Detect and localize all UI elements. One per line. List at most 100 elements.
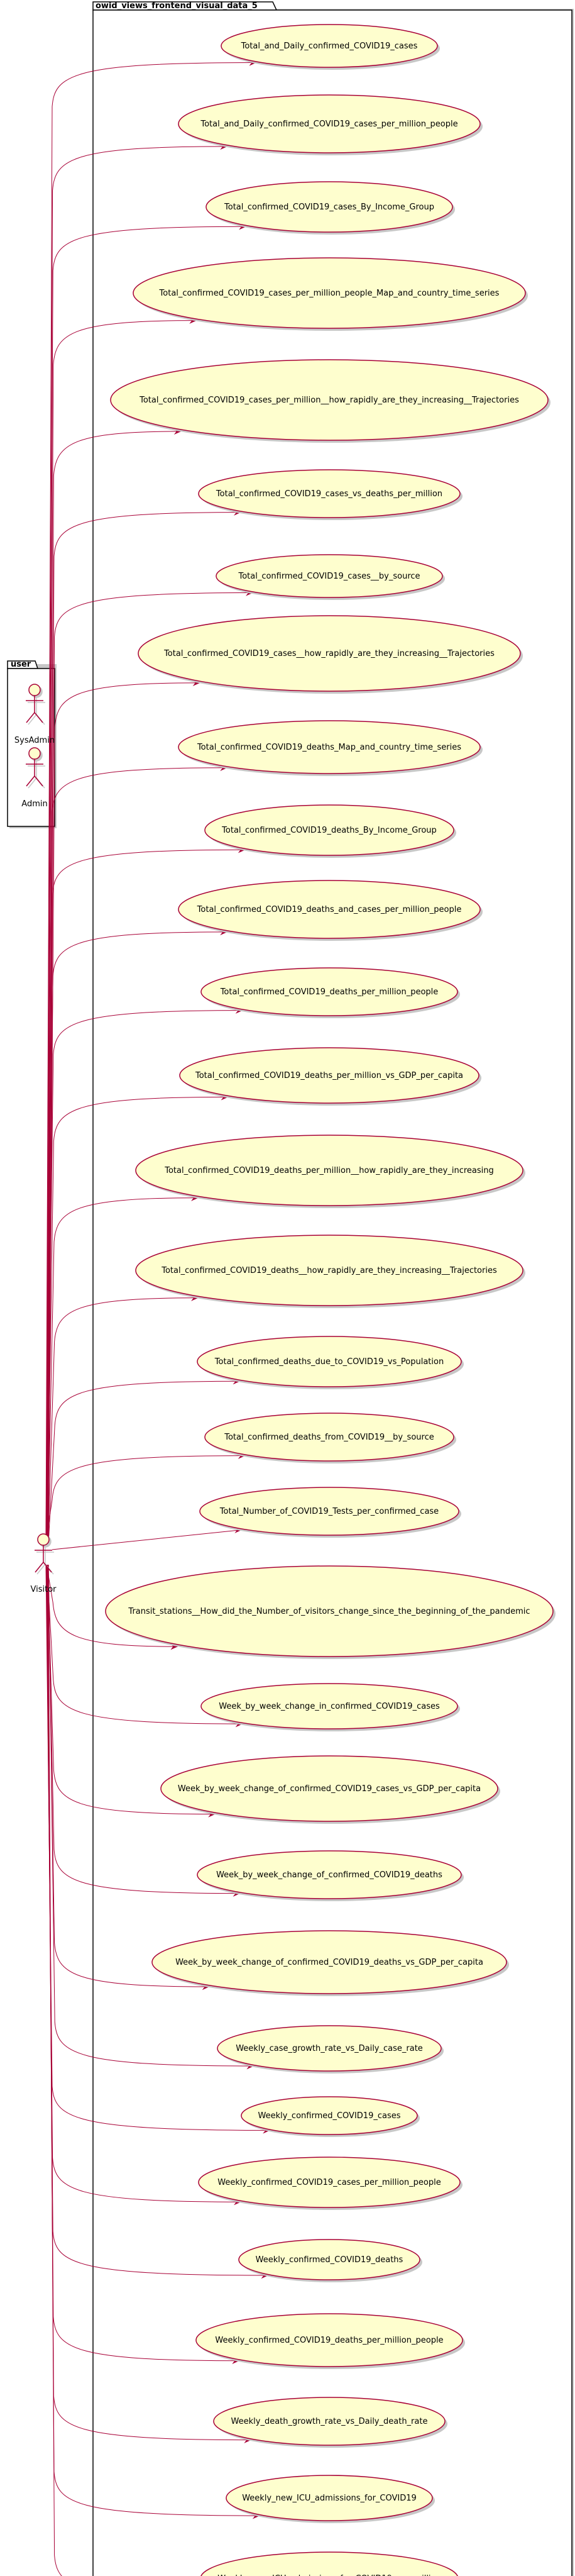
use-case[interactable]: Total_confirmed_COVID19_cases_per_millio… — [110, 359, 550, 443]
use-case[interactable]: Total_confirmed_COVID19_cases_per_millio… — [133, 257, 528, 331]
use-case-label: Total_Number_of_COVID19_Tests_per_confir… — [219, 1507, 439, 1516]
use-case-ellipse[interactable] — [241, 2096, 418, 2135]
use-case-ellipse[interactable] — [178, 880, 481, 939]
use-case-ellipse[interactable] — [221, 24, 438, 68]
use-case[interactable]: Week_by_week_change_in_confirmed_COVID19… — [200, 1683, 460, 1731]
use-case[interactable]: Total_confirmed_deaths_due_to_COVID19_vs… — [197, 1336, 464, 1389]
use-case-ellipse[interactable] — [204, 804, 454, 856]
use-case-ellipse[interactable] — [197, 1336, 462, 1387]
use-case-ellipse[interactable] — [205, 181, 453, 233]
use-case-ellipse[interactable] — [178, 720, 481, 774]
use-case[interactable]: Week_by_week_change_of_confirmed_COVID19… — [151, 1930, 509, 1996]
use-case-ellipse[interactable] — [135, 1135, 523, 1206]
use-case-label: Total_confirmed_COVID19_deaths_per_milli… — [220, 987, 439, 997]
use-case[interactable]: Total_confirmed_deaths_from_COVID19__by_… — [204, 1413, 456, 1463]
use-case-ellipse[interactable] — [151, 1930, 507, 1994]
use-case-label: Total_confirmed_deaths_due_to_COVID19_vs… — [214, 1357, 444, 1367]
use-case[interactable]: Week_by_week_change_of_confirmed_COVID19… — [160, 1755, 500, 1824]
use-case[interactable]: Total_confirmed_COVID19_cases_vs_deaths_… — [198, 469, 463, 520]
actor-admin-label: Admin — [21, 799, 47, 809]
use-case-ellipse[interactable] — [179, 1047, 479, 1104]
use-case[interactable]: Weekly_confirmed_COVID19_cases — [241, 2096, 420, 2137]
use-case[interactable]: Total_Number_of_COVID19_Tests_per_confir… — [199, 1487, 461, 1538]
use-case-ellipse[interactable] — [238, 2239, 420, 2280]
use-case-label: Total_confirmed_COVID19_cases_vs_deaths_… — [216, 489, 442, 499]
use-case[interactable]: Weekly_new_ICU_admissions_for_COVID19 — [226, 2475, 435, 2523]
association-edge — [47, 320, 196, 1543]
use-case-label: Total_confirmed_deaths_from_COVID19__by_… — [224, 1433, 434, 1442]
association-edge — [47, 1564, 251, 2441]
use-case[interactable]: Weekly_case_growth_rate_vs_Daily_case_ra… — [217, 2025, 444, 2074]
use-case[interactable]: Weekly_confirmed_COVID19_deaths — [238, 2239, 422, 2282]
actor-right-leg — [43, 1562, 52, 1573]
use-case[interactable]: Weekly_confirmed_COVID19_cases_per_milli… — [198, 2157, 463, 2210]
actor-shadow-part — [36, 1563, 46, 1575]
use-case-label: Total_and_Daily_confirmed_COVID19_cases — [241, 42, 418, 51]
use-case[interactable]: Total_confirmed_COVID19_cases_By_Income_… — [205, 181, 455, 235]
association-edge — [46, 931, 227, 1543]
use-case-ellipse[interactable] — [198, 2157, 461, 2208]
association-edge — [45, 62, 256, 1543]
actor-visitor[interactable] — [35, 1533, 54, 1575]
association-edge — [47, 1564, 260, 2516]
use-case-label: Week_by_week_change_of_confirmed_COVID19… — [175, 1958, 483, 1967]
use-case-label: Total_confirmed_COVID19_deaths_per_milli… — [195, 1071, 463, 1080]
use-case[interactable]: Total_confirmed_COVID19_deaths_Map_and_c… — [178, 720, 483, 776]
use-case-ellipse[interactable] — [200, 967, 458, 1016]
actor-head — [28, 684, 41, 696]
association-edge — [52, 1530, 241, 1550]
use-case-label: Weekly_death_growth_rate_vs_Daily_death_… — [231, 2417, 428, 2426]
use-case-ellipse[interactable] — [138, 615, 521, 692]
use-case-ellipse[interactable] — [200, 1683, 458, 1729]
use-case[interactable]: Total_confirmed_COVID19_deaths_and_cases… — [178, 880, 483, 941]
use-case-ellipse[interactable] — [213, 2397, 446, 2446]
use-case-ellipse[interactable] — [178, 94, 481, 153]
actor-visitor-label: Visitor — [31, 1585, 57, 1594]
use-case[interactable]: Total_confirmed_COVID19_deaths_per_milli… — [179, 1047, 481, 1106]
association-edge — [46, 226, 246, 1543]
main-package-label: owid_views_frontend_visual_data_5 — [96, 1, 258, 11]
association-edge — [47, 1197, 198, 1543]
use-case[interactable]: Weekly_death_growth_rate_vs_Daily_death_… — [213, 2397, 447, 2448]
use-case[interactable]: Total_and_Daily_confirmed_COVID19_cases_… — [178, 94, 483, 155]
use-case-label: Total_confirmed_COVID19_cases_By_Income_… — [224, 203, 434, 212]
use-case[interactable]: Total_confirmed_COVID19_deaths__how_rapi… — [135, 1235, 525, 1308]
use-case-label: Week_by_week_change_of_confirmed_COVID19… — [178, 1784, 481, 1794]
use-case[interactable]: Week_by_week_change_of_confirmed_COVID19… — [197, 1850, 464, 1901]
actor-head — [37, 1533, 50, 1546]
use-cases: Total_and_Daily_confirmed_COVID19_casesT… — [105, 24, 556, 2576]
use-case[interactable]: Total_confirmed_COVID19_deaths_per_milli… — [200, 967, 460, 1018]
use-case[interactable]: Transit_stations__How_did_the_Number_of_… — [105, 1565, 556, 1659]
use-case-ellipse[interactable] — [160, 1755, 498, 1822]
user-package-label: user — [11, 660, 31, 669]
actor-admin[interactable] — [26, 747, 45, 789]
use-case[interactable]: Total_confirmed_COVID19_cases__how_rapid… — [138, 615, 523, 694]
use-case-ellipse[interactable] — [133, 257, 526, 329]
use-case[interactable]: Weekly_confirmed_COVID19_deaths_per_mill… — [195, 2313, 465, 2369]
use-case-ellipse[interactable] — [217, 2025, 442, 2072]
actor-sysadmin[interactable] — [26, 684, 45, 725]
use-case[interactable]: Weekly_new_ICU_admissions_for_COVID19_pe… — [200, 2551, 461, 2576]
use-case[interactable]: Total_confirmed_COVID19_deaths_per_milli… — [135, 1135, 525, 1208]
use-case-ellipse[interactable] — [199, 1487, 459, 1536]
use-case-label: Total_confirmed_COVID19_deaths_By_Income… — [221, 826, 437, 835]
use-case-ellipse[interactable] — [195, 2313, 463, 2367]
use-case-ellipse[interactable] — [226, 2475, 433, 2521]
use-case-ellipse[interactable] — [135, 1235, 523, 1306]
use-case-ellipse[interactable] — [110, 359, 549, 441]
use-case-ellipse[interactable] — [197, 1850, 462, 1899]
use-case-label: Total_confirmed_COVID19_cases_per_millio… — [159, 289, 500, 298]
use-case-ellipse[interactable] — [105, 1565, 554, 1657]
use-case-ellipse[interactable] — [200, 2551, 458, 2576]
use-case-ellipse[interactable] — [204, 1413, 454, 1462]
use-case-ellipse[interactable] — [198, 469, 461, 518]
association-edge — [47, 1564, 239, 2362]
use-case-ellipse[interactable] — [216, 554, 443, 598]
actor-shadow-part — [28, 777, 37, 789]
use-case[interactable]: Total_and_Daily_confirmed_COVID19_cases — [221, 24, 440, 70]
association-edge — [47, 1010, 243, 1543]
use-case[interactable]: Total_confirmed_COVID19_cases__by_source — [216, 554, 445, 600]
use-case[interactable]: Total_confirmed_COVID19_deaths_By_Income… — [204, 804, 456, 858]
use-case-label: Total_and_Daily_confirmed_COVID19_cases_… — [200, 119, 457, 129]
association-edge — [48, 592, 253, 1543]
